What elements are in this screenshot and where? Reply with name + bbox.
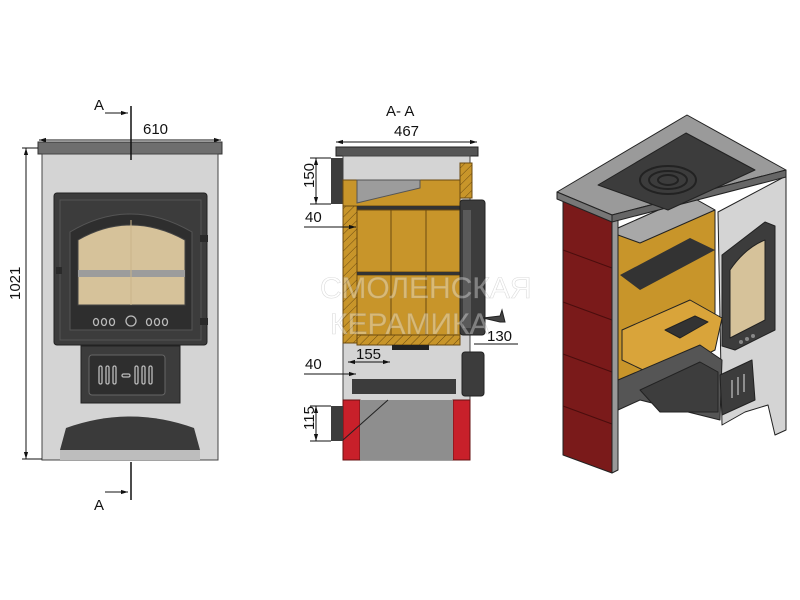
burner-rings-icon xyxy=(639,165,697,195)
height-dim-label: 1021 xyxy=(7,267,24,300)
section-mark-bottom: A xyxy=(94,497,104,514)
watermark-line2: КЕРАМИКА xyxy=(330,308,490,341)
width-dim-label: 610 xyxy=(143,121,168,138)
flue-collar xyxy=(331,158,343,204)
lower-wall-dim-label: 40 xyxy=(305,356,322,373)
front-view: 610 1021 A A xyxy=(7,97,223,514)
section-title: A- A xyxy=(386,103,414,120)
air-vent-icon xyxy=(92,315,169,327)
air-inlet xyxy=(331,406,343,441)
iso-grate xyxy=(664,315,709,339)
section-mark-top: A xyxy=(94,97,104,114)
section-top-plate xyxy=(335,146,479,157)
ash-depth-dim-label: 155 xyxy=(356,346,381,363)
grate xyxy=(392,345,429,350)
ash-vent-icon xyxy=(98,365,153,385)
lower-opening xyxy=(60,416,200,450)
iso-door-glass xyxy=(729,239,766,339)
flue-height-dim-label: 150 xyxy=(301,163,318,188)
depth-dim-label: 467 xyxy=(394,123,419,140)
watermark-line1: СМОЛЕНСКАЯ xyxy=(320,272,532,305)
ash-door xyxy=(88,354,166,396)
door-handle xyxy=(482,308,506,323)
top-plate xyxy=(37,141,223,155)
insulation-right xyxy=(452,399,471,461)
handle-dim-label: 130 xyxy=(487,328,512,345)
firebrick-chamber xyxy=(356,209,461,336)
air-inlet-dim-label: 115 xyxy=(301,406,318,430)
isometric-view xyxy=(556,114,787,474)
upper-wall-dim-label: 40 xyxy=(305,209,322,226)
tile-side-panel xyxy=(562,199,613,474)
section-view: A- A 467 СМОЛЕНСКАЯ КЕРАМИКА xyxy=(301,103,532,461)
ash-pan xyxy=(352,379,456,394)
section-ash-door xyxy=(461,351,485,397)
insulation-left xyxy=(342,399,361,461)
